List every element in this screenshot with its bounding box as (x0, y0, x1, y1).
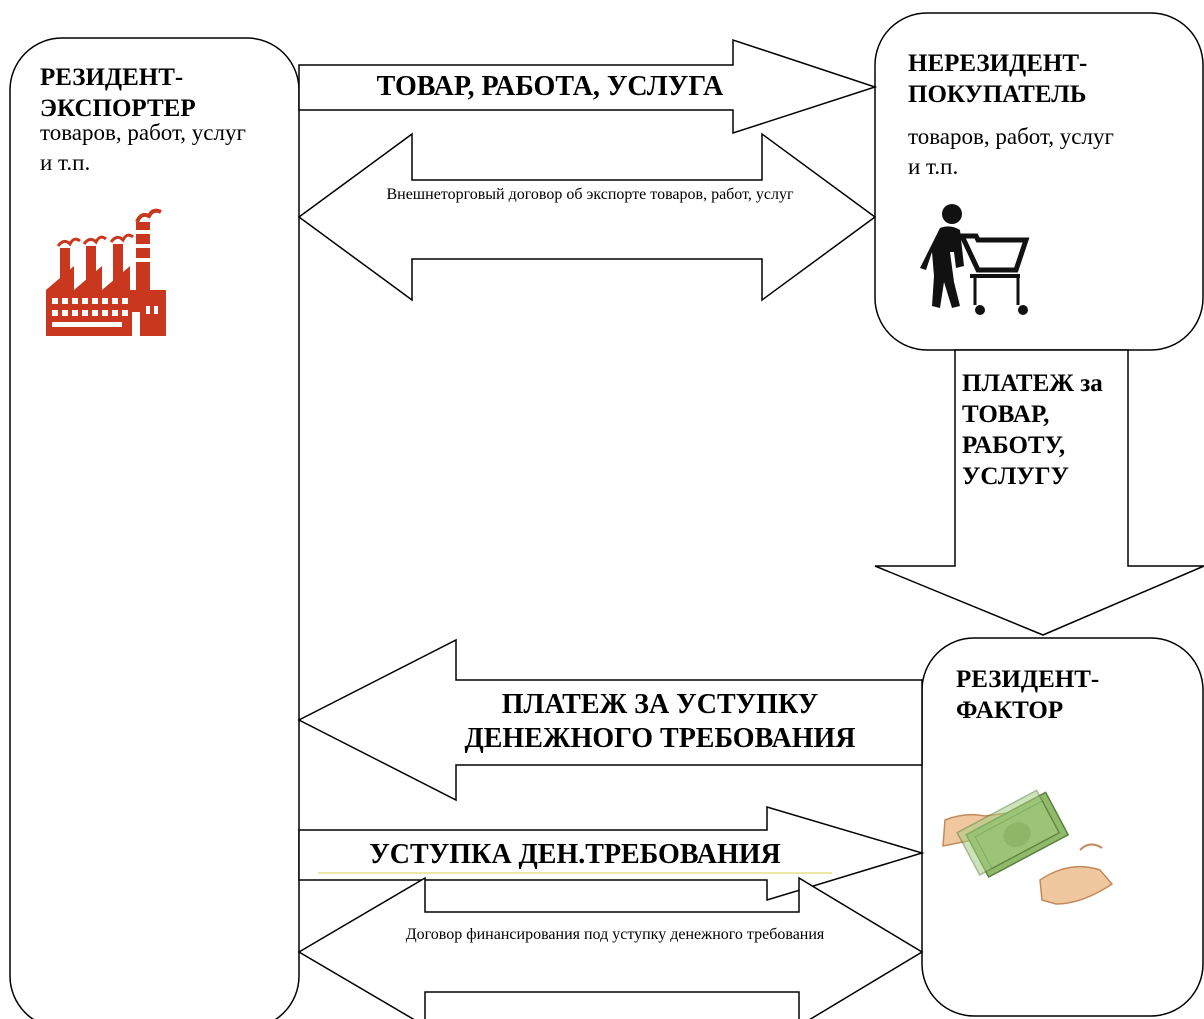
shopping-cart-icon (920, 204, 1030, 315)
exporter-box (9, 37, 300, 1019)
exporter-subtitle: товаров, работ, услуг и т.п. (40, 120, 246, 175)
goods-arrow-label: ТОВАР, РАБОТА, УСЛУГА (376, 71, 724, 102)
assignment-label: УСТУПКА ДЕН.ТРЕБОВАНИЯ (369, 839, 781, 870)
financing-contract-arrow (297, 876, 924, 1019)
buyer-subtitle: товаров, работ, услуг и т.п. (908, 124, 1114, 179)
payment-assignment-arrow (297, 638, 923, 802)
buyer-title: НЕРЕЗИДЕНТ-ПОКУПАТЕЛЬ (908, 50, 1088, 108)
financing-contract-label: Договор финансирования под уступку денеж… (405, 926, 825, 943)
exporter-title: РЕЗИДЕНТ-ЭКСПОРТЕР (40, 64, 196, 122)
money-handover-icon (942, 789, 1114, 905)
payment-goods-label: ПЛАТЕЖ за ТОВАР, РАБОТУ, УСЛУГУ (962, 370, 1103, 490)
assignment-arrow (298, 805, 925, 902)
goods-arrow (298, 38, 878, 135)
export-contract-arrow (297, 132, 877, 302)
payment-assignment-label: ПЛАТЕЖ ЗА УСТУПКУ ДЕНЕЖНОГО ТРЕБОВАНИЯ (464, 689, 856, 754)
factory-icon (46, 208, 166, 336)
payment-goods-arrow (874, 349, 1204, 636)
factor-title: РЕЗИДЕНТ-ФАКТОР (956, 666, 1100, 724)
export-contract-label: Внешнеторговый договор об экспорте товар… (386, 186, 794, 203)
